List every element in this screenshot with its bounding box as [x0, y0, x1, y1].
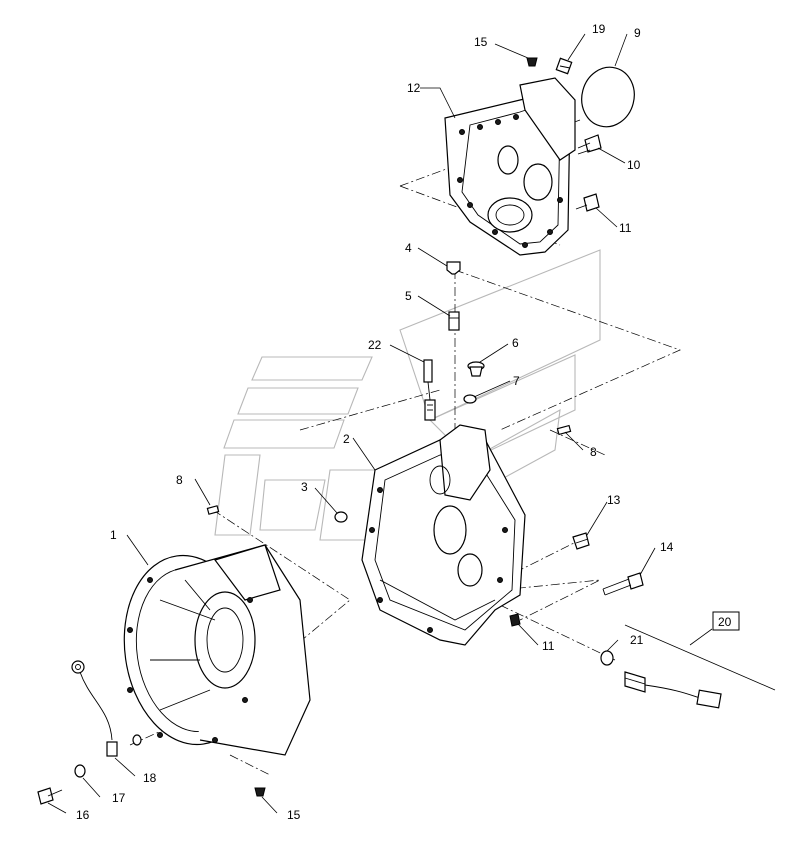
callout-18: 18 — [143, 771, 157, 785]
callout-19: 19 — [592, 22, 606, 36]
part-10-bolt — [577, 134, 602, 155]
callout-15-top: 15 — [474, 35, 488, 49]
callout-4: 4 — [405, 241, 412, 255]
callout-6: 6 — [512, 336, 519, 350]
part-16-bolt — [37, 787, 63, 805]
callout-22: 22 — [368, 338, 382, 352]
callout-5: 5 — [405, 289, 412, 303]
part-3-seal — [334, 511, 348, 523]
part-15-screw-lower — [254, 787, 266, 797]
callout-8-left: 8 — [176, 473, 183, 487]
callout-11-bottom: 11 — [542, 639, 555, 653]
part-2-center-housing — [361, 424, 526, 646]
callout-13: 13 — [607, 493, 621, 507]
part-5-pin — [448, 311, 460, 331]
part-19-plug — [555, 57, 573, 75]
leader-lines — [47, 33, 776, 814]
part-21-washer — [600, 650, 614, 666]
callout-16: 16 — [76, 808, 90, 822]
callout-labels: 15 19 9 12 10 11 4 5 22 6 7 2 8 8 3 13 1… — [76, 22, 732, 822]
part-1-bell-housing — [123, 544, 311, 756]
callout-box-20 — [712, 611, 740, 631]
callout-10: 10 — [627, 158, 641, 172]
part-6-plug — [467, 361, 485, 377]
part-22-sensor — [423, 359, 436, 421]
part-8-dowel-upper — [556, 424, 572, 436]
part-7-washer — [463, 394, 477, 404]
callout-14: 14 — [660, 540, 674, 554]
part-20-speed-sensor — [624, 671, 722, 709]
callout-9: 9 — [634, 26, 641, 40]
part-12-rear-cover — [444, 77, 576, 256]
callout-12: 12 — [407, 81, 421, 95]
part-13-plug — [572, 532, 590, 550]
callout-3: 3 — [301, 480, 308, 494]
part-11-bolt-top — [575, 193, 600, 212]
part-15-screw-top — [526, 57, 538, 67]
callout-15-bottom: 15 — [287, 808, 301, 822]
callout-8-right: 8 — [590, 445, 597, 459]
part-18-sensor-harness — [71, 660, 142, 757]
callout-1: 1 — [110, 528, 117, 542]
callout-7: 7 — [513, 374, 520, 388]
part-17-washer — [74, 764, 86, 778]
callout-2: 2 — [343, 432, 350, 446]
part-8-dowel-lower — [206, 505, 220, 515]
callout-21: 21 — [630, 633, 644, 647]
part-14-bolt — [602, 572, 644, 596]
callout-17: 17 — [112, 791, 126, 805]
part-11-bolt-lower — [509, 613, 521, 627]
part-9-o-ring — [581, 66, 635, 128]
part-4-plug — [446, 261, 461, 275]
callout-11-top: 11 — [619, 221, 632, 235]
callout-20: 20 — [718, 615, 732, 629]
